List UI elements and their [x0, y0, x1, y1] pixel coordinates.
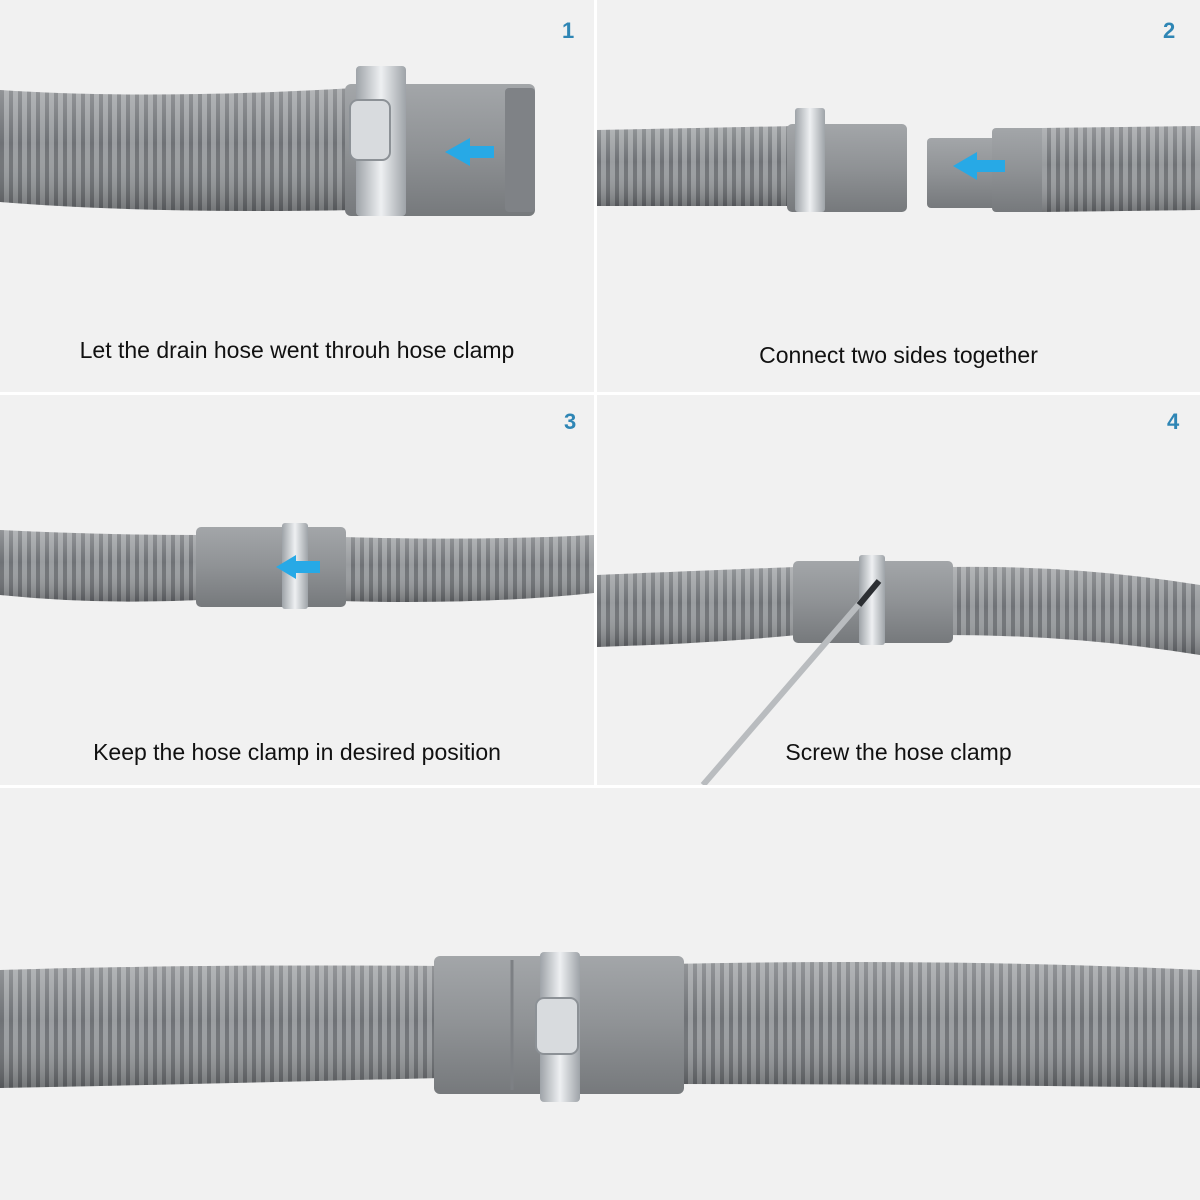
hose-clamp	[859, 555, 885, 645]
step-1-photo	[0, 66, 535, 216]
step-2-photo	[597, 108, 1200, 212]
arrow-left-icon	[953, 152, 1005, 180]
step-number: 3	[564, 409, 577, 434]
screwdriver	[700, 579, 882, 785]
hose-clamp	[795, 108, 825, 212]
step-caption: Keep the hose clamp in desired position	[93, 739, 501, 765]
step-caption: Let the drain hose went throuh hose clam…	[79, 337, 515, 363]
step-3-panel: 3 Keep the hose clamp in desired positio…	[0, 395, 594, 785]
step-4-photo	[597, 555, 1200, 785]
arrow-left-icon	[276, 555, 320, 579]
hose-coupler	[196, 527, 346, 607]
arrow-left-icon	[445, 138, 494, 166]
step-number: 2	[1163, 18, 1176, 43]
step-number: 4	[1167, 409, 1180, 434]
step-4-panel: 4 Screw the hose clamp	[597, 395, 1200, 785]
result-photo	[0, 952, 1200, 1102]
step-3-photo	[0, 523, 594, 609]
step-caption: Screw the hose clamp	[785, 739, 1012, 765]
step-1-panel: 1 Let the drain hose went throuh hose cl…	[0, 0, 594, 392]
step-2-panel: 2 Connect two sides together	[597, 0, 1200, 392]
step-caption: Connect two sides together	[759, 342, 1038, 368]
hose-coupler	[927, 138, 997, 208]
result-panel	[0, 788, 1200, 1200]
step-number: 1	[562, 18, 575, 43]
